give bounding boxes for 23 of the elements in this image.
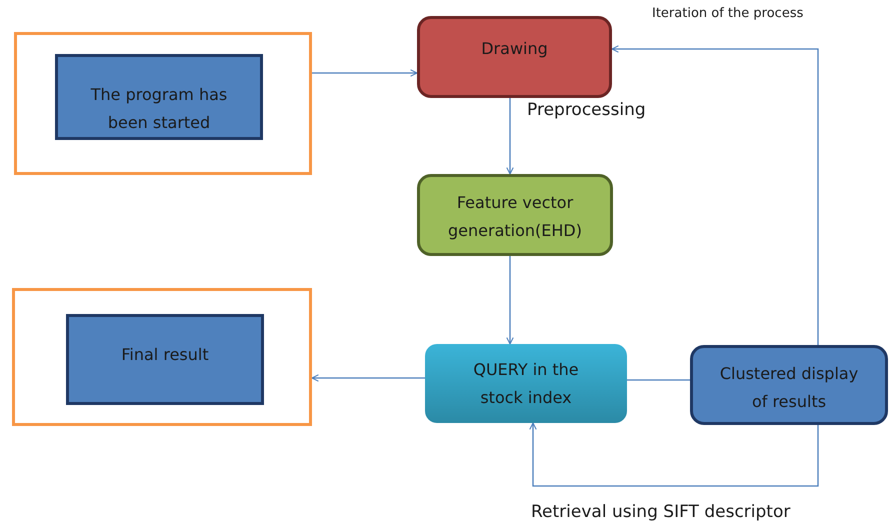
note-text: Retrieval using SIFT descriptor bbox=[531, 502, 790, 522]
process-box bbox=[66, 314, 264, 405]
frame-box bbox=[12, 288, 312, 426]
arrow bbox=[506, 98, 514, 175]
frame-box bbox=[14, 32, 312, 175]
arrow bbox=[312, 69, 418, 77]
arrow bbox=[311, 374, 425, 382]
node-text: Clustered display of results bbox=[718, 363, 860, 413]
process-box bbox=[690, 345, 888, 425]
arrow bbox=[611, 45, 819, 345]
node-text: Final result bbox=[121, 344, 209, 366]
process-box bbox=[425, 344, 627, 423]
arrow bbox=[506, 256, 514, 345]
note-text: Iteration of the process bbox=[652, 6, 804, 21]
process-box bbox=[417, 174, 613, 256]
note-text: Preprocessing bbox=[527, 100, 646, 120]
arrow bbox=[529, 422, 819, 487]
process-box bbox=[55, 54, 263, 140]
node-text: Drawing bbox=[481, 38, 548, 60]
node-text: QUERY in the stock index bbox=[472, 359, 580, 409]
process-box bbox=[417, 16, 612, 98]
node-text: The program has been started bbox=[90, 84, 228, 134]
node-text: Feature vector generation(EHD) bbox=[447, 192, 583, 242]
